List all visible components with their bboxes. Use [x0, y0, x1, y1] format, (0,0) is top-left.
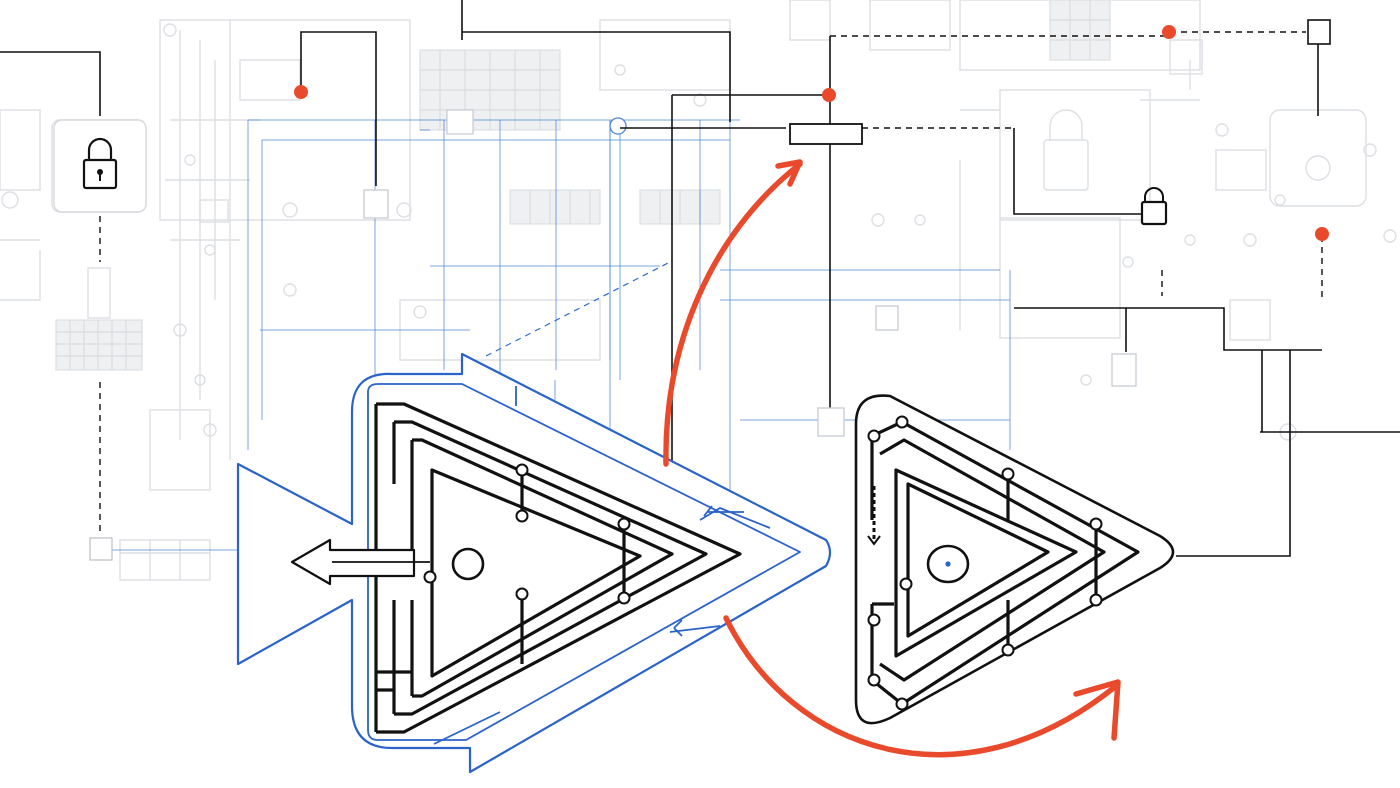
black-triangle-maze [854, 394, 1175, 725]
lock-icon [53, 119, 147, 213]
red-curved-arrow-down [723, 615, 1121, 758]
faint-lock-icon [1043, 109, 1089, 191]
red-curved-arrow-up [663, 159, 803, 467]
padlock-icon [1140, 187, 1168, 226]
faint-background-circuitry [0, 0, 1397, 581]
blue-grid-lines [100, 109, 1011, 551]
blue-triangle-maze [236, 352, 832, 774]
red-dots [294, 25, 1329, 241]
black-wires [0, 0, 1400, 561]
